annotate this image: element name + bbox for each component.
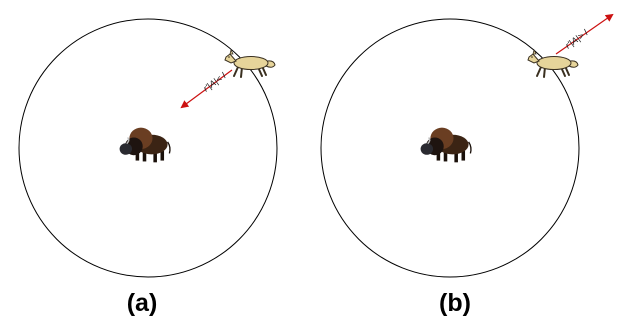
bison-icon <box>118 126 171 164</box>
boundary-circle-b <box>320 18 580 278</box>
wolf-icon <box>224 49 276 78</box>
arrow-label-b: r'|A|> l <box>563 27 590 50</box>
panel-label-b: (b) <box>439 289 471 317</box>
arrow-outward-b <box>555 13 614 55</box>
boundary-circle-a <box>18 18 278 278</box>
panel-a: r'|A|< l (a) <box>18 18 278 317</box>
wolf-icon <box>527 49 579 78</box>
arrow-label-a: r'|A|< l <box>201 70 228 93</box>
panel-label-a: (a) <box>127 289 158 317</box>
panel-b: r'|A|> l (b) <box>320 13 614 317</box>
arrow-inward-a <box>180 69 233 109</box>
bison-icon <box>419 126 472 164</box>
